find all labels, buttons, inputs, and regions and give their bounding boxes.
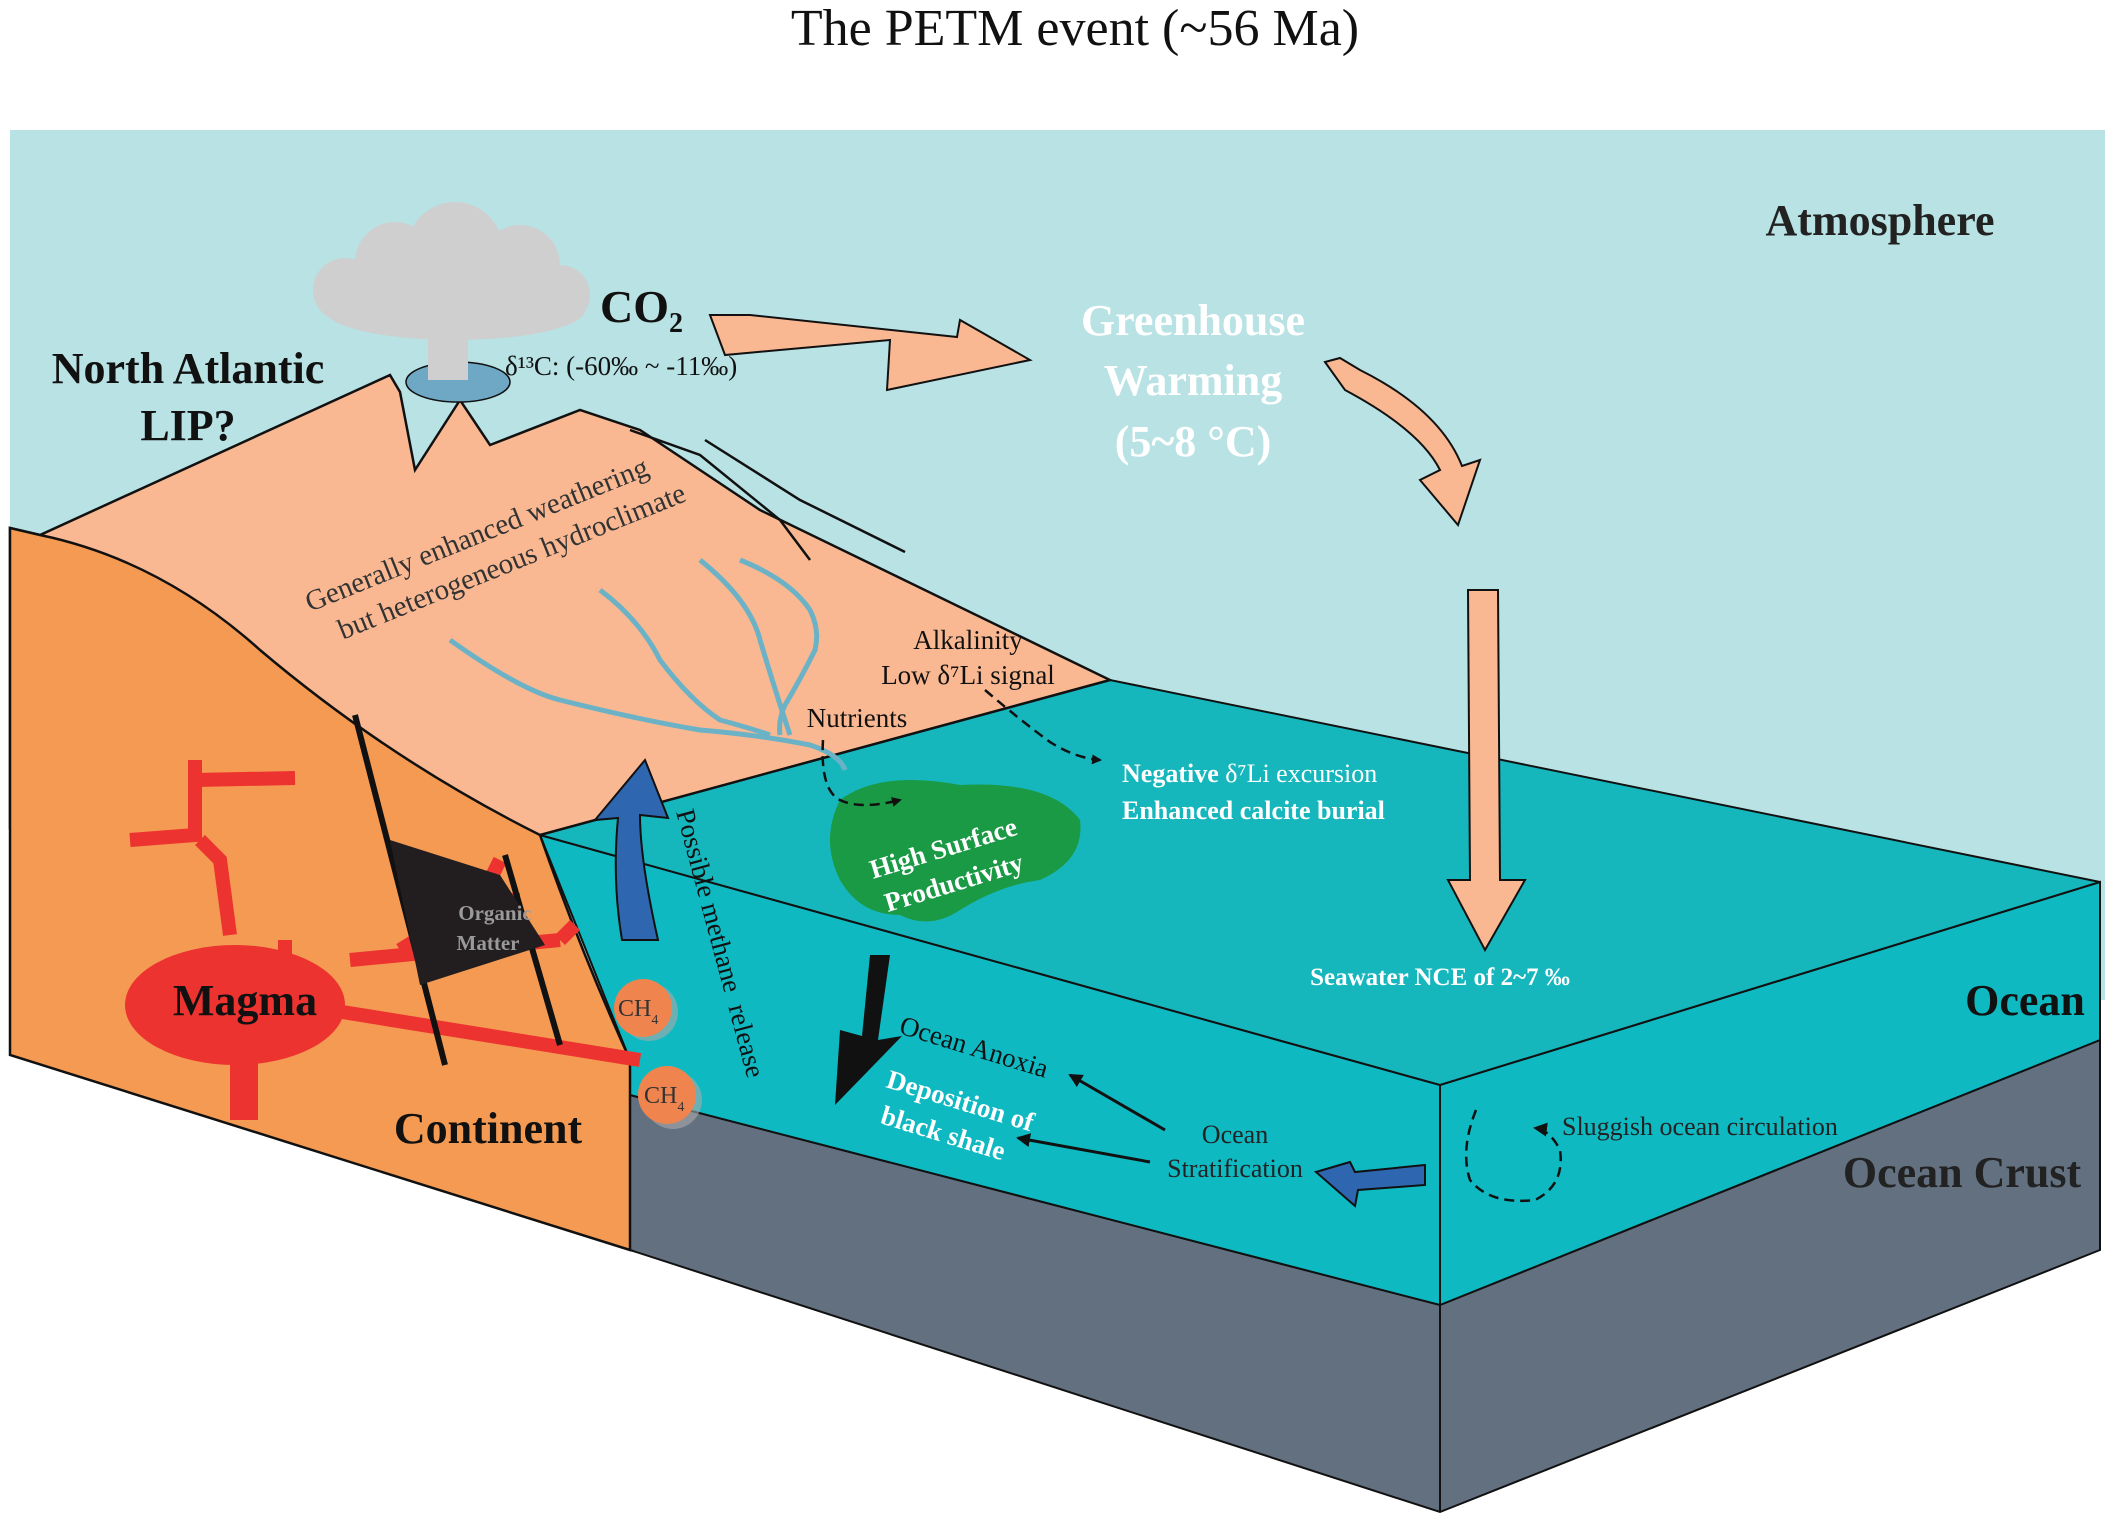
low-li-label: Low δ⁷Li signal <box>881 660 1055 690</box>
negative-li-label: Negative δ⁷Li excursion <box>1122 759 1377 788</box>
magma-chamber <box>125 945 345 1065</box>
sluggish-circulation-label: Sluggish ocean circulation <box>1562 1112 1838 1141</box>
nce-label: Seawater NCE of 2~7 ‰ <box>1310 964 1570 991</box>
ridge-line <box>629 428 811 561</box>
warming-down-arrow <box>1446 589 1527 953</box>
stratification-label: Ocean <box>1202 1120 1268 1149</box>
circulation-loop <box>1464 1109 1562 1202</box>
d13c-label: δ¹³C: (-60‰ ~ -11‰) <box>505 351 737 381</box>
greenhouse-label: Greenhouse <box>1081 296 1305 345</box>
fault-lines <box>352 714 563 1066</box>
productivity-patch <box>830 780 1081 922</box>
organic-matter-label: Organic <box>458 901 532 925</box>
ch4-label: CH4 <box>644 1083 684 1115</box>
stratification-to-anoxia-arrow <box>1068 1073 1166 1132</box>
stratification-to-shale-arrow <box>1016 1133 1151 1164</box>
alkalinity-label: Alkalinity <box>913 625 1023 655</box>
ch4-label: CH4 <box>618 996 658 1028</box>
ocean-crust-label: Ocean Crust <box>1843 1148 2082 1197</box>
methane-up-arrow <box>592 758 670 941</box>
atmosphere-label: Atmosphere <box>1766 196 1995 245</box>
stratification-label: Stratification <box>1167 1154 1303 1183</box>
continent-block <box>8 526 632 1252</box>
ridge-line <box>704 438 906 554</box>
deposition-arrow <box>835 955 902 1105</box>
magma-label: Magma <box>173 976 317 1025</box>
continent-label: Continent <box>394 1104 583 1153</box>
stratification-arrow <box>1313 1160 1426 1208</box>
warming-curved-arrow <box>1323 356 1482 527</box>
river-network <box>448 557 848 771</box>
co2-label: CO2 <box>600 281 683 339</box>
ocean-label: Ocean <box>1965 976 2085 1025</box>
nutrients-label: Nutrients <box>807 703 908 733</box>
calcite-label: Enhanced calcite burial <box>1122 796 1385 825</box>
diagram-title: The PETM event (~56 Ma) <box>791 0 1359 57</box>
ch4-bubble <box>614 979 678 1041</box>
co2-to-warming-arrow <box>708 314 1033 392</box>
ch4-bubble <box>638 1066 702 1129</box>
lip-label: LIP? <box>140 401 235 450</box>
eruption-cloud <box>313 202 590 380</box>
greenhouse-label: (5~8 °C) <box>1115 417 1272 466</box>
nutrient-arrow <box>821 739 902 807</box>
organic-matter-layer <box>390 840 545 985</box>
organic-matter-label: Matter <box>457 931 520 955</box>
alkalinity-arrow <box>984 689 1102 765</box>
greenhouse-label: Warming <box>1104 356 1282 405</box>
magma-conduit <box>230 1050 258 1120</box>
lip-label: North Atlantic <box>52 344 325 393</box>
